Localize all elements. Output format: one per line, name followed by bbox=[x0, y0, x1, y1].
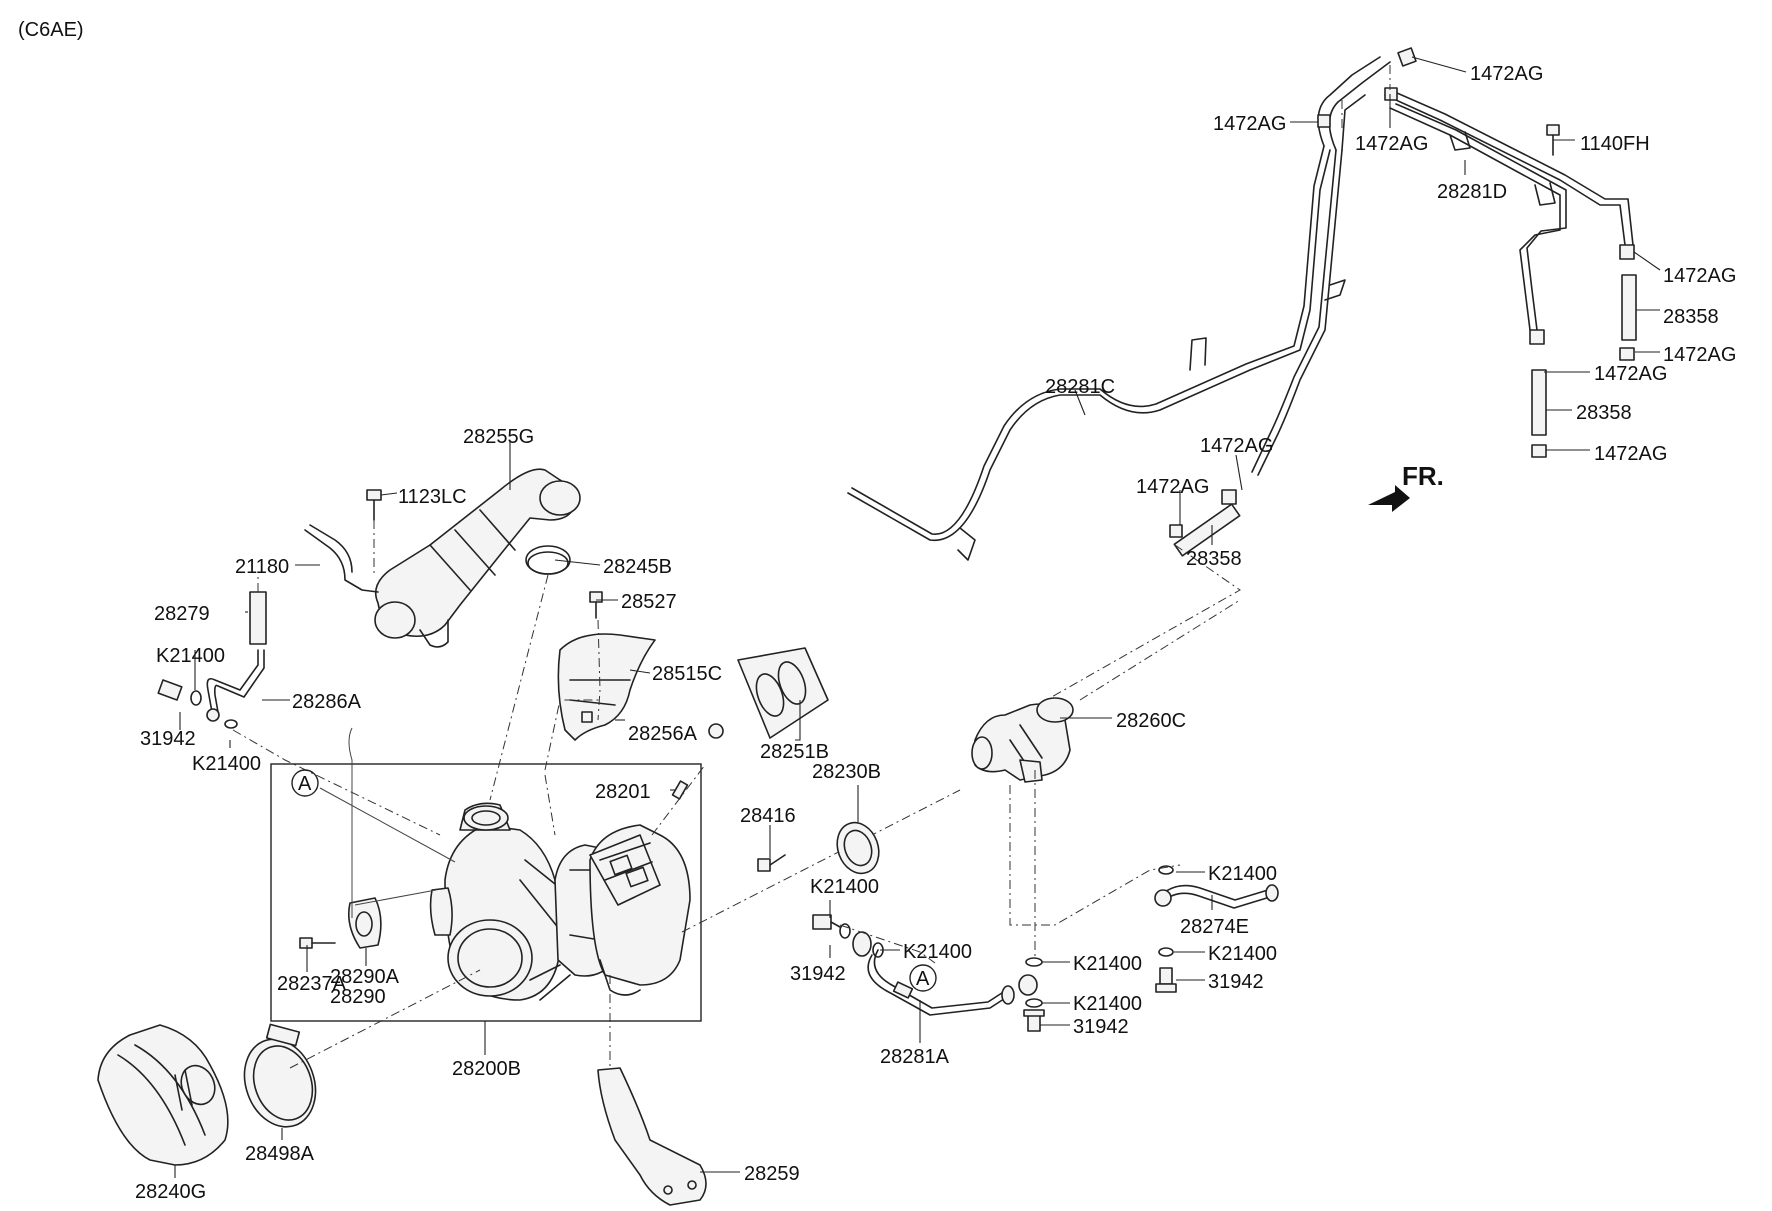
ref-marker-a-left bbox=[291, 769, 319, 797]
label-K21400-a: K21400 bbox=[156, 645, 225, 667]
gasket-28230B bbox=[836, 821, 880, 875]
label-28256A: 28256A bbox=[628, 723, 698, 745]
label-28200B: 28200B bbox=[452, 1058, 521, 1080]
label-31942-b: 31942 bbox=[790, 963, 846, 985]
label-K21400-h: K21400 bbox=[1073, 993, 1142, 1015]
label-28527: 28527 bbox=[621, 591, 677, 613]
label-28237A: 28237A bbox=[277, 973, 347, 995]
turbo-assembly-box bbox=[270, 763, 702, 1022]
label-28416: 28416 bbox=[740, 805, 796, 827]
ref-marker-a-right-label: A bbox=[916, 968, 930, 990]
label-1140FH: 1140FH bbox=[1580, 133, 1650, 155]
label-K21400-g: K21400 bbox=[1073, 953, 1142, 975]
valve-28260C bbox=[971, 697, 1074, 783]
label-28358-c: 28358 bbox=[1186, 548, 1242, 570]
label-1123LC: 1123LC bbox=[398, 486, 467, 508]
clamp-28498A bbox=[243, 1038, 317, 1128]
ref-marker-a-right bbox=[909, 964, 937, 992]
label-31942-c: 31942 bbox=[1208, 971, 1264, 993]
label-28230B: 28230B bbox=[812, 761, 881, 783]
label-28245B: 28245B bbox=[603, 556, 672, 578]
tube-assembly-28281C bbox=[847, 47, 1637, 561]
front-direction-indicator: FR. bbox=[1368, 461, 1444, 512]
label-28259: 28259 bbox=[744, 1163, 800, 1185]
label-1472AG-i: 1472AG bbox=[1136, 476, 1209, 498]
hose-28279 bbox=[249, 591, 267, 645]
label-1472AG-e: 1472AG bbox=[1663, 344, 1736, 366]
label-K21400-d: K21400 bbox=[1208, 863, 1277, 885]
ref-marker-a-left-label: A bbox=[298, 773, 312, 795]
label-28281D: 28281D bbox=[1437, 181, 1507, 203]
label-28255G: 28255G bbox=[463, 426, 534, 448]
gasket-28290A bbox=[347, 897, 382, 949]
label-1472AG-d: 1472AG bbox=[1663, 265, 1736, 287]
front-arrow-icon bbox=[1368, 485, 1410, 512]
label-28358-b: 28358 bbox=[1576, 402, 1632, 424]
label-K21400-f: K21400 bbox=[903, 941, 972, 963]
label-K21400-c: K21400 bbox=[810, 876, 879, 898]
front-label: FR. bbox=[1402, 461, 1444, 491]
tube-28274E bbox=[1157, 884, 1269, 901]
label-28290: 28290 bbox=[330, 986, 386, 1008]
label-1472AG-g: 1472AG bbox=[1594, 443, 1667, 465]
bracket-28259 bbox=[597, 1067, 707, 1206]
label-28274E: 28274E bbox=[1180, 916, 1249, 938]
part-labels: 1472AG 1472AG 1472AG 1140FH 28281D 1472A… bbox=[135, 63, 1736, 1203]
label-28498A: 28498A bbox=[245, 1143, 315, 1165]
label-31942-d: 31942 bbox=[1073, 1016, 1129, 1038]
label-28201: 28201 bbox=[595, 781, 651, 803]
pipe-28255G bbox=[304, 468, 581, 648]
leader-lines bbox=[174, 56, 1661, 1178]
label-28279: 28279 bbox=[154, 603, 210, 625]
label-28240G: 28240G bbox=[135, 1181, 206, 1203]
label-28281A: 28281A bbox=[880, 1046, 950, 1068]
label-1472AG-b: 1472AG bbox=[1213, 113, 1286, 135]
label-1472AG-f: 1472AG bbox=[1594, 363, 1667, 385]
label-K21400-b: K21400 bbox=[192, 753, 261, 775]
label-28260C: 28260C bbox=[1116, 710, 1186, 732]
label-28290A: 28290A bbox=[330, 966, 400, 988]
label-28251B: 28251B bbox=[760, 741, 829, 763]
label-28515C: 28515C bbox=[652, 663, 722, 685]
label-28358-a: 28358 bbox=[1663, 306, 1719, 328]
diagram-code: (C6AE) bbox=[18, 19, 84, 41]
tube-28281A bbox=[867, 954, 1011, 1016]
label-21180: 21180 bbox=[235, 556, 289, 578]
label-1472AG-c: 1472AG bbox=[1355, 133, 1428, 155]
label-28281C: 28281C bbox=[1045, 376, 1115, 398]
hose-28240G bbox=[97, 1024, 229, 1166]
label-31942-a: 31942 bbox=[140, 728, 196, 750]
label-K21400-e: K21400 bbox=[1208, 943, 1277, 965]
turbocharger-28200B bbox=[444, 802, 691, 1001]
label-1472AG-h: 1472AG bbox=[1200, 435, 1273, 457]
label-28286A: 28286A bbox=[292, 691, 362, 713]
label-1472AG-a: 1472AG bbox=[1470, 63, 1543, 85]
gasket-28251B bbox=[737, 647, 829, 739]
